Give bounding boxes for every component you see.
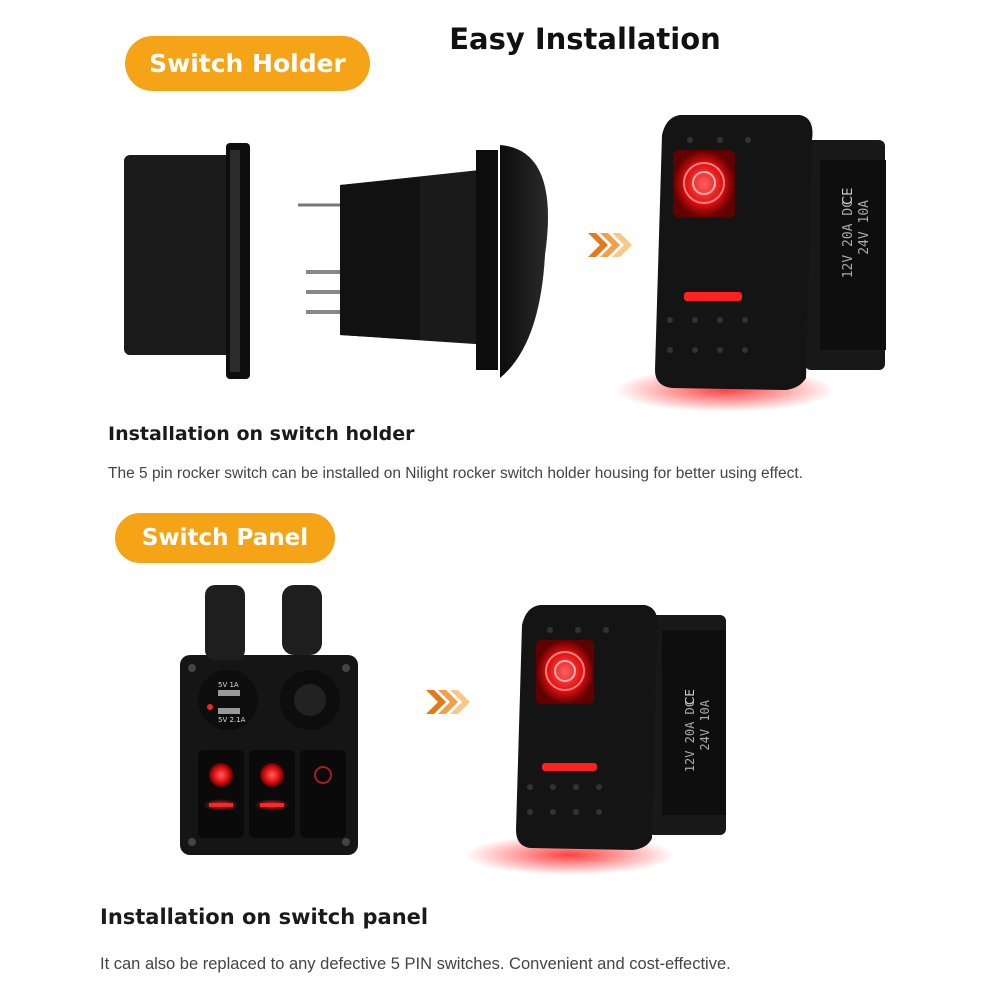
rocker-switch-front-2: 12V 20A DC 24V 10A CE — [465, 605, 726, 875]
holder-housing — [124, 143, 250, 379]
section1-heading: Installation on switch holder — [108, 423, 415, 445]
switch-holder-pill: Switch Holder — [125, 36, 370, 91]
switch-holder-pill-label: Switch Holder — [149, 49, 346, 78]
arrow-left-icon — [426, 690, 470, 714]
usb-label-bottom: 5V 2.1A — [218, 716, 246, 724]
switch-rating-1: 12V 20A DC — [841, 200, 856, 278]
rocker-switch-front-1: 12V 20A DC 24V 10A CE — [615, 115, 886, 412]
switch-panel: 5V 1A 5V 2.1A — [180, 585, 358, 855]
arrow-left-icon — [588, 233, 632, 257]
page-title: Easy Installation — [449, 22, 721, 56]
section1-description: The 5 pin rocker switch can be installed… — [108, 465, 803, 482]
section2-heading: Installation on switch panel — [100, 905, 429, 929]
usb-label-top: 5V 1A — [218, 681, 239, 689]
ce-mark-2: CE — [683, 689, 697, 705]
section2-description: It can also be replaced to any defective… — [100, 955, 731, 973]
switch-rating-2: 24V 10A — [857, 200, 872, 255]
switch-panel-pill-label: Switch Panel — [141, 525, 309, 551]
switch-panel-pill: Switch Panel — [115, 513, 335, 563]
ce-mark-1: CE — [841, 188, 856, 205]
switch-rating-3: 12V 20A DC — [683, 700, 697, 772]
switch-rating-4: 24V 10A — [698, 699, 712, 750]
switch-body-side — [298, 145, 548, 378]
